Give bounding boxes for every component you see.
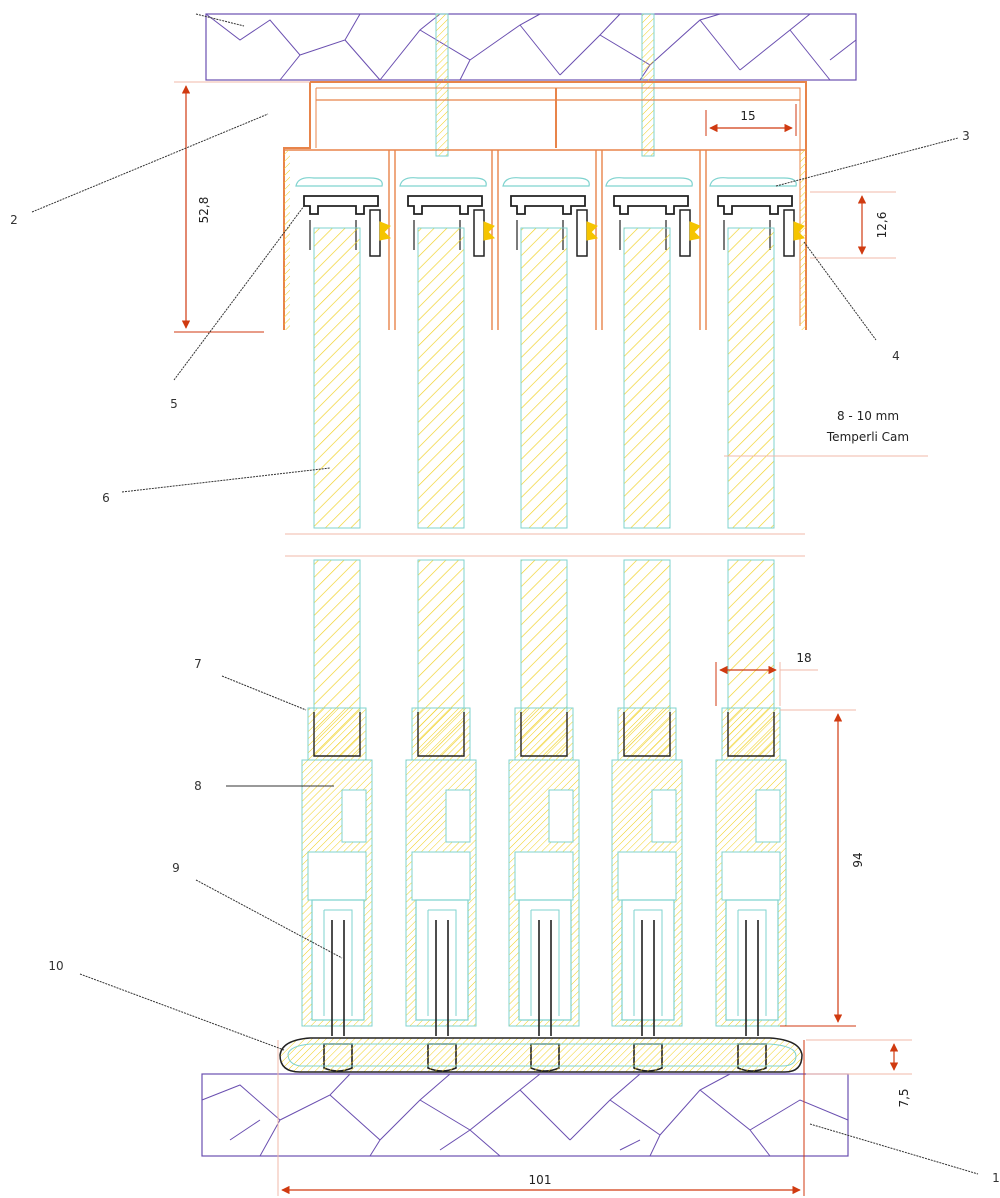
top-seal-4 [689, 221, 702, 241]
callout-10: 10 [48, 959, 63, 973]
glass-upper-5 [727, 227, 775, 529]
wheel-housing-1 [311, 899, 365, 1021]
glass-panel-group [295, 177, 806, 1072]
callout-2: 2 [10, 213, 18, 227]
sash-chamber-5 [755, 789, 781, 843]
sash-chamber-2 [445, 789, 471, 843]
glass-upper-4 [623, 227, 671, 529]
wheel-bracket-2 [427, 909, 457, 1016]
top-clip-4 [679, 209, 691, 257]
top-seal-1 [379, 221, 392, 241]
ceiling-stone-block [205, 13, 857, 81]
sash-chamber-3 [548, 789, 574, 843]
glazing-bead-5 [721, 707, 781, 761]
glass-upper-3 [520, 227, 568, 529]
wheel-bracket-3 [530, 909, 560, 1016]
panel-assembly-5 [709, 177, 806, 1072]
callout-9: 9 [172, 861, 180, 875]
wheel-axle-5 [745, 920, 759, 1036]
wheel-axle-4 [641, 920, 655, 1036]
top-roller-3 [502, 177, 590, 187]
sash-chamber-lower-1 [307, 851, 367, 901]
top-roller-4 [605, 177, 693, 187]
glazing-bead-4 [617, 707, 677, 761]
callout-3: 3 [962, 129, 970, 143]
sash-chamber-lower-2 [411, 851, 471, 901]
wheel-housing-5 [725, 899, 779, 1021]
glass-upper-1 [313, 227, 361, 529]
sash-chamber-4 [651, 789, 677, 843]
dim-top-height: 52,8 [197, 197, 211, 224]
callout-8: 8 [194, 779, 202, 793]
wheel-bracket-1 [323, 909, 353, 1016]
glass-note-thickness: 8 - 10 mm [837, 409, 899, 423]
glazing-bead-1 [307, 707, 367, 761]
dim-top-width: 15 [740, 109, 755, 123]
floor-stone-block [201, 1073, 849, 1157]
panel-assembly-2 [399, 177, 496, 1072]
wheel-axle-2 [435, 920, 449, 1036]
wheel-housing-4 [621, 899, 675, 1021]
panel-assembly-4 [605, 177, 702, 1072]
top-roller-5 [709, 177, 797, 187]
wheel-axle-1 [331, 920, 345, 1036]
dim-total-width: 101 [529, 1173, 552, 1187]
sash-chamber-lower-5 [721, 851, 781, 901]
top-roller-1 [295, 177, 383, 187]
top-rail-4 [613, 195, 689, 215]
glazing-channel-1 [313, 712, 361, 757]
floor-track-profile [279, 1037, 803, 1073]
glass-note-type: Temperli Cam [826, 430, 909, 444]
top-clip-3 [576, 209, 588, 257]
anchor-rods [435, 13, 655, 157]
wheel-bracket-4 [633, 909, 663, 1016]
callout-leaders [31, 13, 979, 1175]
top-rail-1 [303, 195, 379, 215]
top-clip-2 [473, 209, 485, 257]
glazing-bead-3 [514, 707, 574, 761]
break-lines [285, 533, 805, 557]
panel-assembly-1 [295, 177, 392, 1072]
top-clip-1 [369, 209, 381, 257]
wheel-housing-3 [518, 899, 572, 1021]
glazing-channel-3 [520, 712, 568, 757]
top-rail-2 [407, 195, 483, 215]
glazing-bead-2 [411, 707, 471, 761]
callout-1: 1 [992, 1171, 1000, 1185]
wheel-axle-3 [538, 920, 552, 1036]
top-seal-3 [586, 221, 599, 241]
glazing-channel-4 [623, 712, 671, 757]
callout-6: 6 [102, 491, 110, 505]
dim-bottom-height: 94 [851, 852, 865, 867]
glass-upper-2 [417, 227, 465, 529]
sash-chamber-lower-4 [617, 851, 677, 901]
wheel-housing-2 [415, 899, 469, 1021]
top-rail-3 [510, 195, 586, 215]
top-rail-5 [717, 195, 793, 215]
top-seal-5 [793, 221, 806, 241]
top-seal-2 [483, 221, 496, 241]
callout-4: 4 [892, 349, 900, 363]
glazing-channel-5 [727, 712, 775, 757]
sash-chamber-1 [341, 789, 367, 843]
top-clip-5 [783, 209, 795, 257]
dimensions [174, 81, 928, 1196]
dim-bottom-width: 18 [796, 651, 811, 665]
wheel-bracket-5 [737, 909, 767, 1016]
dim-rail-height: 12,6 [875, 212, 889, 239]
callout-7: 7 [194, 657, 202, 671]
panel-assembly-3 [502, 177, 599, 1072]
dim-floor-height: 7,5 [897, 1088, 911, 1107]
glazing-channel-2 [417, 712, 465, 757]
top-roller-2 [399, 177, 487, 187]
callout-5: 5 [170, 397, 178, 411]
sash-chamber-lower-3 [514, 851, 574, 901]
top-frame-profile [283, 81, 807, 330]
